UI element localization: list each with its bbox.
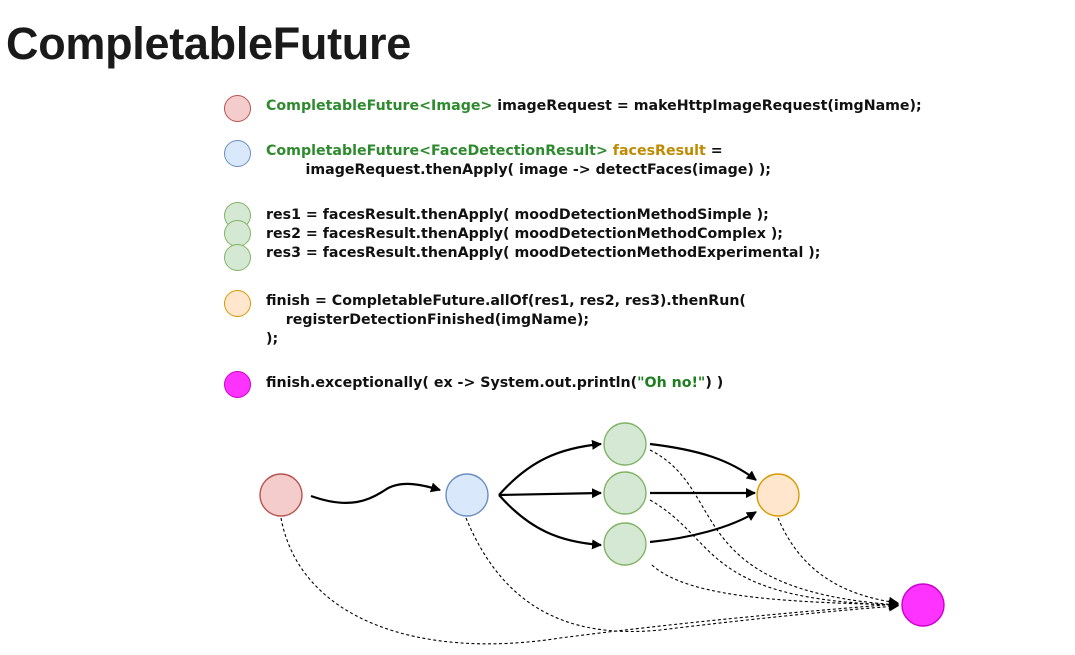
node-res1 (603, 422, 647, 466)
legend-dot-finish (224, 290, 251, 317)
flow-edges (310, 439, 757, 550)
edge-green2-to-magenta (649, 499, 899, 610)
legend-dot-res2 (224, 220, 251, 247)
code-block-mood-results: res1 = facesResult.thenApply( moodDetect… (266, 207, 821, 261)
edge-green1-to-orange (649, 442, 757, 481)
node-finish (756, 473, 800, 517)
code-line-faces-result: CompletableFuture<FaceDetectionResult> f… (266, 142, 771, 180)
code-type: CompletableFuture<Image> (266, 98, 493, 114)
edge-red-to-magenta (280, 517, 899, 645)
code-text: finish.exceptionally( ex -> System.out.p… (266, 375, 638, 391)
legend-dot-faces-result (224, 140, 251, 167)
node-image-request (259, 473, 303, 517)
edge-blue-to-green1 (498, 439, 602, 496)
node-res3 (603, 522, 647, 566)
code-block-finish: finish = CompletableFuture.allOf(res1, r… (266, 293, 746, 347)
code-type: CompletableFuture<FaceDetectionResult> (266, 143, 608, 159)
edge-blue-to-green2 (498, 488, 602, 499)
code-text: imageRequest = makeHttpImageRequest(imgN… (492, 98, 922, 114)
code-text: = imageRequest.thenApply( image -> detec… (305, 143, 772, 178)
edge-blue-to-green3 (498, 494, 602, 550)
edge-red-to-blue (310, 482, 441, 504)
code-line-exceptionally: finish.exceptionally( ex -> System.out.p… (266, 374, 723, 393)
edge-green3-to-magenta (651, 564, 899, 610)
legend-dot-res3 (224, 244, 251, 271)
node-faces-result (445, 473, 489, 517)
exception-edges (280, 449, 899, 645)
code-string: "Oh no!" (637, 375, 706, 391)
node-res2 (603, 471, 647, 515)
edge-orange-to-magenta (777, 517, 899, 607)
legend-dot-exceptionally (224, 371, 251, 398)
code-text: ) ) (705, 375, 724, 391)
legend-dot-image-request (224, 95, 251, 122)
code-variable: facesResult (607, 143, 706, 159)
code-line-image-request: CompletableFuture<Image> imageRequest = … (266, 97, 922, 116)
edge-green3-to-orange (649, 511, 757, 544)
node-exceptionally (901, 583, 945, 627)
edge-blue-to-magenta (465, 517, 899, 633)
edge-green1-to-magenta (649, 449, 899, 610)
page-title: CompletableFuture (6, 18, 411, 69)
